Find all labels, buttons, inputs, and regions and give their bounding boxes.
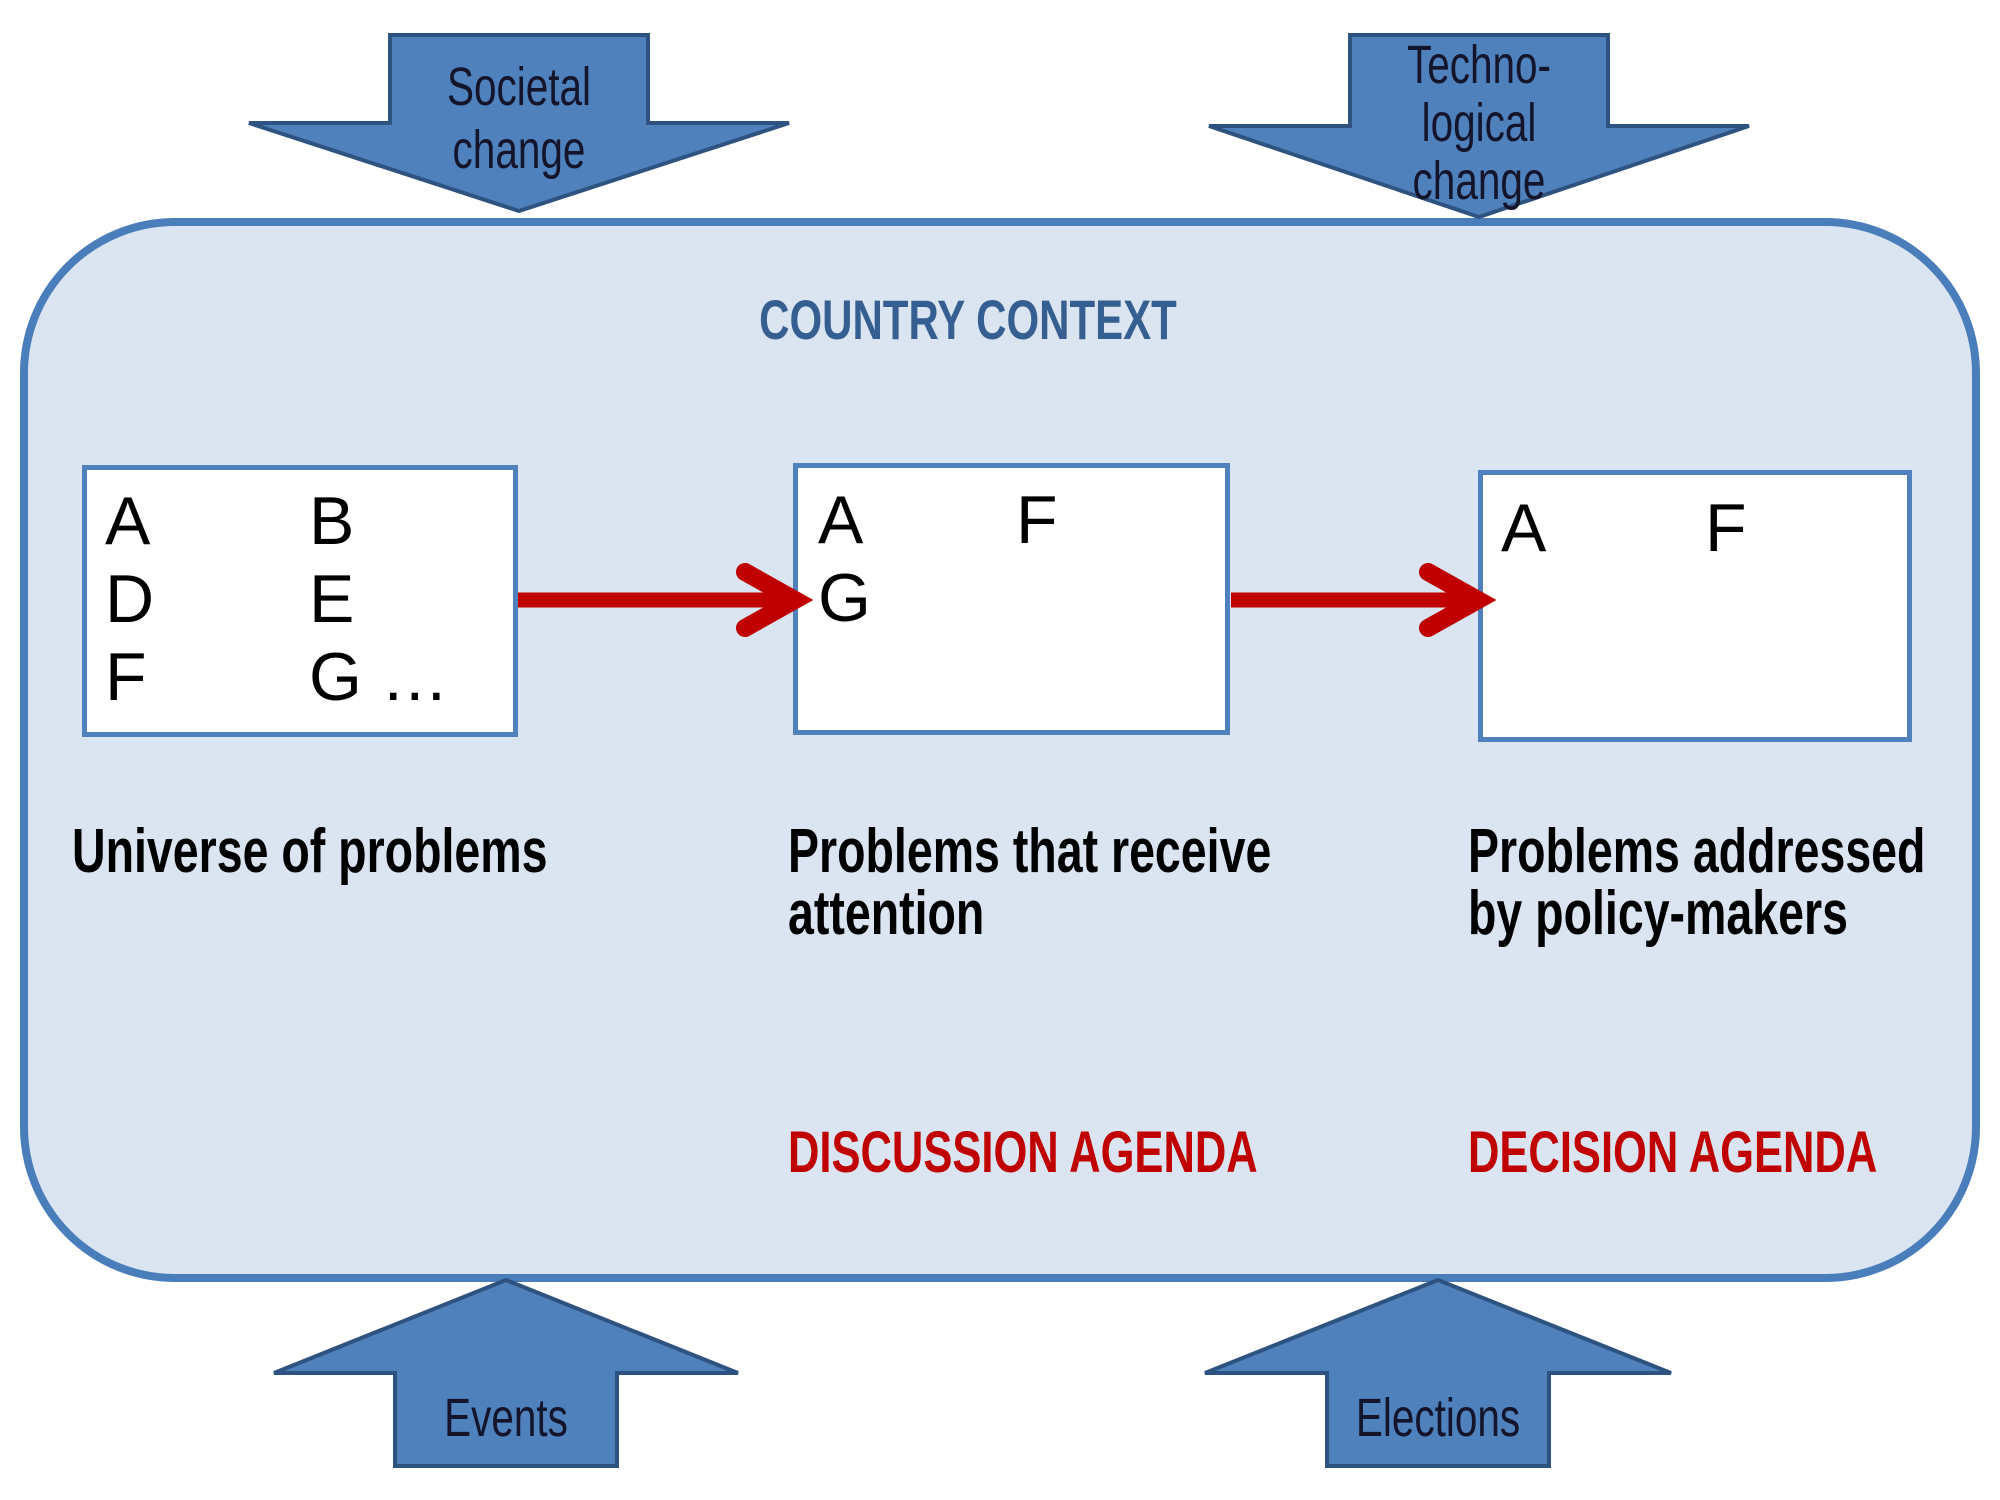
- box-letter: A: [105, 483, 151, 559]
- decision-agenda-label: DECISION AGENDA: [1468, 1120, 1878, 1185]
- down-arrow-shape: [1208, 33, 1750, 219]
- events-arrow: Events: [272, 1278, 740, 1468]
- caption-line: attention: [788, 879, 985, 948]
- discussion-agenda-label: DISCUSSION AGENDA: [788, 1120, 1258, 1185]
- technological-change-label-line1: Techno-: [1406, 35, 1552, 95]
- societal-change-label-line2: change: [452, 120, 586, 180]
- box-letter: G: [818, 560, 871, 636]
- up-arrow-shape: [1204, 1278, 1672, 1468]
- technological-change-label: Techno- logical change: [1275, 36, 1683, 210]
- decision-agenda-box: A F: [1478, 470, 1912, 742]
- box-letter: F: [105, 639, 147, 715]
- technological-change-label-line3: change: [1412, 151, 1546, 211]
- discussion-box-caption: Problems that receive attention: [788, 821, 1271, 945]
- up-arrow-shape: [273, 1278, 739, 1468]
- elections-label: Elections: [1355, 1388, 1521, 1448]
- country-context-container: [20, 218, 1980, 1282]
- box-letter: A: [818, 482, 864, 558]
- universe-of-problems-caption: Universe of problems: [72, 821, 547, 883]
- box-letter: E: [309, 561, 355, 637]
- box-letter: F: [1705, 490, 1747, 566]
- caption-line: Universe of problems: [72, 817, 548, 886]
- events-label: Events: [444, 1388, 568, 1448]
- box-letter: G …: [309, 639, 449, 715]
- societal-change-label: Societal change: [315, 56, 723, 182]
- technological-change-arrow: Techno- logical change: [1207, 33, 1751, 219]
- country-context-title: COUNTRY CONTEXT: [759, 288, 1177, 351]
- box-letter: F: [1016, 482, 1058, 558]
- technological-change-label-line2: logical: [1421, 93, 1537, 153]
- caption-line: Problems that receive: [788, 817, 1272, 886]
- down-arrow-shape: [248, 33, 790, 213]
- box-letter: D: [105, 561, 155, 637]
- elections-arrow: Elections: [1203, 1278, 1673, 1468]
- box-letter: B: [309, 483, 355, 559]
- societal-change-arrow: Societal change: [247, 33, 791, 213]
- discussion-agenda-box: A F G: [793, 463, 1230, 735]
- caption-line: Problems addressed: [1468, 817, 1926, 886]
- societal-change-label-line1: Societal: [446, 57, 592, 117]
- universe-of-problems-box: A B D E F G …: [82, 465, 518, 737]
- caption-line: by policy-makers: [1468, 879, 1848, 948]
- decision-box-caption: Problems addressed by policy-makers: [1468, 821, 1925, 945]
- box-letter: A: [1501, 490, 1547, 566]
